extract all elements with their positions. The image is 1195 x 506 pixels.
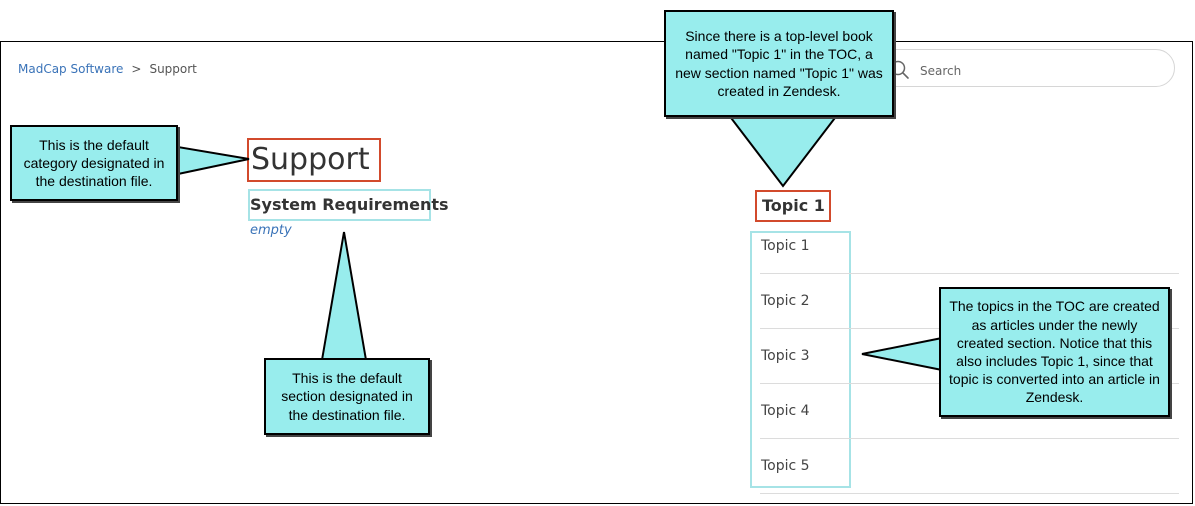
section-highlight-box: [248, 189, 431, 221]
topic-section-title[interactable]: Topic 1: [762, 196, 825, 215]
page-frame: [0, 41, 1193, 504]
topics-callout: The topics in the TOC are created as art…: [939, 287, 1170, 417]
article-link[interactable]: Topic 1: [761, 238, 810, 254]
breadcrumb-separator: >: [131, 62, 142, 76]
section-callout: This is the default section designated i…: [264, 358, 430, 435]
article-link[interactable]: Topic 2: [761, 293, 810, 309]
article-link[interactable]: Topic 3: [761, 348, 810, 364]
article-divider: [760, 493, 1179, 494]
category-title[interactable]: Support: [247, 138, 381, 182]
category-callout: This is the default category designated …: [10, 125, 178, 201]
top-callout: Since there is a top-level book named "T…: [664, 10, 894, 117]
section-title[interactable]: System Requirements: [250, 195, 449, 214]
topic-section-highlight-box: [755, 190, 831, 222]
article-list-highlight-box: [750, 231, 851, 488]
article-divider: [760, 273, 1179, 274]
search-input[interactable]: [918, 57, 1162, 85]
breadcrumb: MadCap Software > Support: [18, 62, 197, 76]
article-link[interactable]: Topic 4: [761, 403, 810, 419]
breadcrumb-current: Support: [149, 62, 197, 76]
article-divider: [760, 438, 1179, 439]
breadcrumb-home-link[interactable]: MadCap Software: [18, 62, 124, 76]
section-empty-label: empty: [250, 223, 292, 238]
article-link[interactable]: Topic 5: [761, 458, 810, 474]
